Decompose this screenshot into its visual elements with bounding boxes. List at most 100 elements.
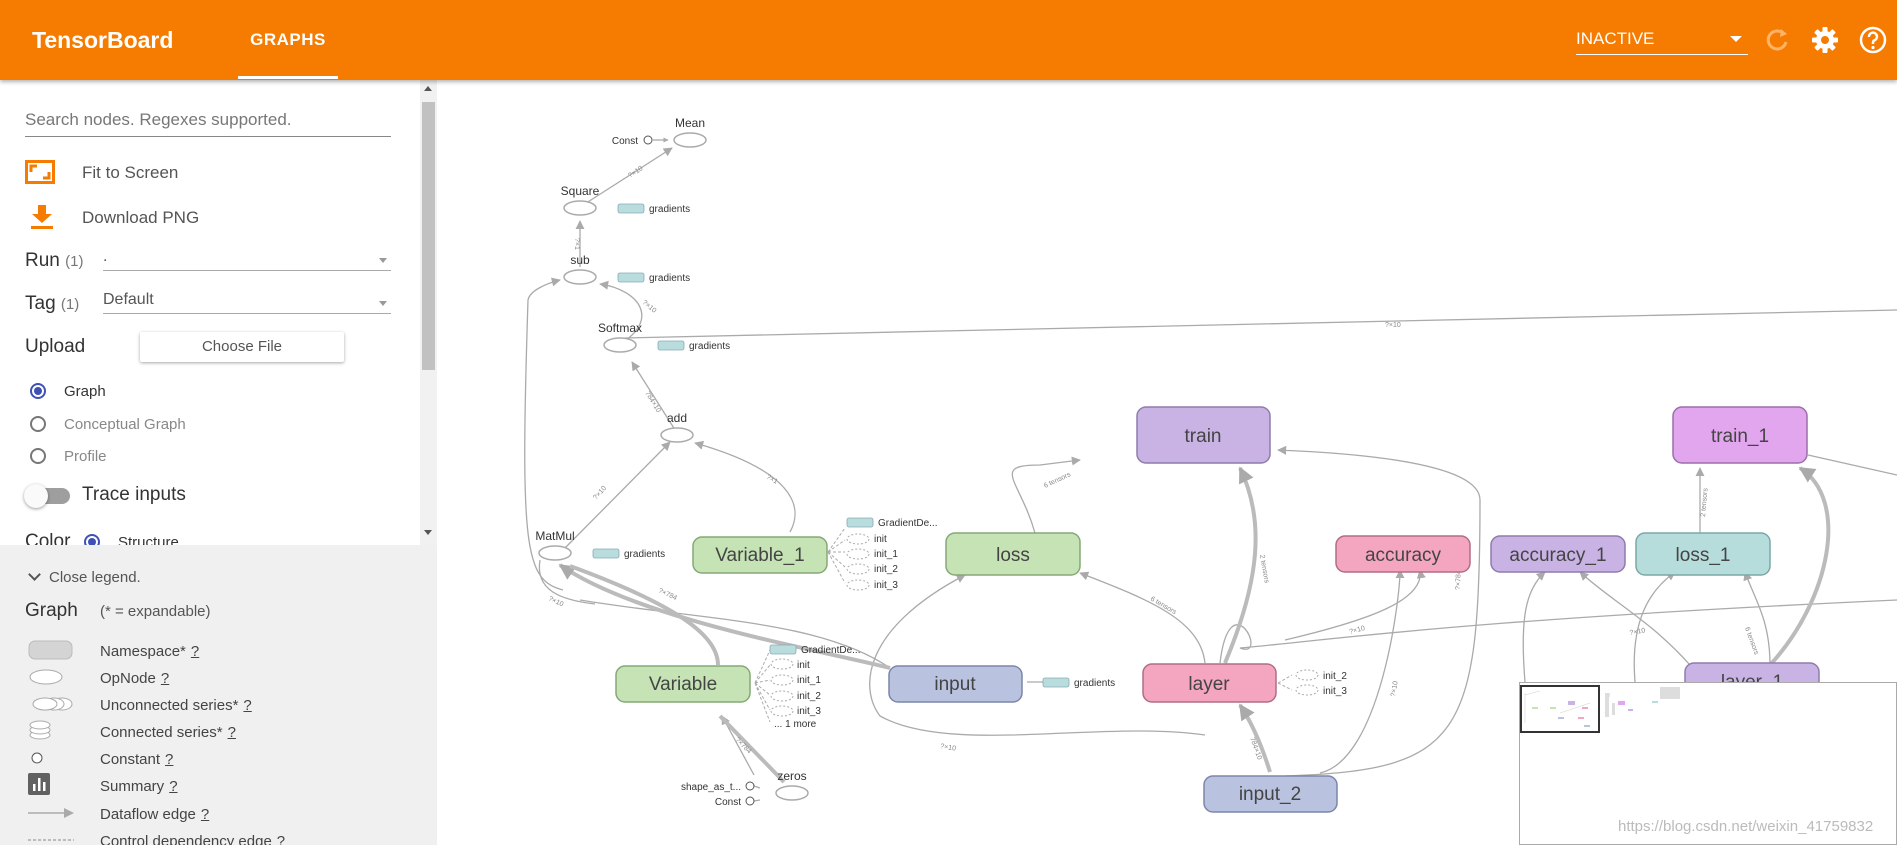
series-node[interactable] [592, 548, 620, 559]
const-node[interactable] [745, 781, 755, 791]
init-node[interactable] [846, 563, 870, 575]
op-node-mean[interactable] [673, 132, 707, 148]
namespace-node-accuracy-1[interactable] [1490, 535, 1626, 573]
series-node[interactable] [769, 644, 797, 655]
legend-label: Unconnected series*? [100, 697, 252, 714]
edge-layer-right [1219, 599, 1897, 664]
choose-file-button[interactable]: Choose File [140, 332, 344, 362]
series-node[interactable] [617, 272, 645, 283]
legend-help-link[interactable]: ? [200, 806, 210, 823]
edge-label: 6 tensors [1149, 596, 1178, 617]
legend-item-dataflow-edge: Dataflow edge? [0, 803, 430, 827]
chevron-down-icon [379, 301, 387, 306]
node-label-variable-1: Variable_1 [715, 545, 804, 566]
search-input[interactable] [25, 104, 391, 137]
op-node-add[interactable] [660, 427, 694, 443]
op-node-sub[interactable] [563, 269, 597, 285]
sidebar: Fit to Screen Download PNG Run (1) . Tag… [0, 80, 438, 845]
init-node[interactable] [846, 533, 870, 545]
init-node[interactable] [846, 548, 870, 560]
namespace-node-variable-1[interactable] [692, 536, 828, 574]
init-node[interactable] [770, 658, 794, 670]
edge-left-curve [538, 559, 596, 605]
edge-accuracy1-in [1522, 571, 1546, 683]
init-node[interactable] [770, 674, 794, 686]
tab-graphs[interactable]: GRAPHS [250, 30, 326, 49]
minimap-viewport[interactable] [1520, 685, 1600, 733]
close-legend-button[interactable]: Close legend. [28, 568, 141, 586]
namespace-node-variable[interactable] [615, 665, 751, 703]
namespace-node-layer[interactable] [1142, 663, 1277, 703]
namespace-node-train[interactable] [1136, 406, 1271, 464]
init-node[interactable] [770, 690, 794, 702]
scroll-thumb[interactable] [422, 102, 435, 370]
mode-profile-radio[interactable]: Profile [30, 446, 230, 468]
legend-help-link[interactable]: ? [190, 643, 200, 660]
node-label-loss-1: loss_1 [1676, 545, 1731, 566]
edge-variable-init [754, 649, 771, 723]
op-node-square[interactable] [563, 200, 597, 216]
scroll-up-icon[interactable] [424, 86, 432, 91]
init-node[interactable] [1295, 669, 1319, 681]
shape-label: shape_as_t... [681, 782, 741, 793]
gradients-label: gradients [624, 549, 665, 560]
legend-help-link[interactable]: ? [243, 697, 252, 714]
op-node-matmul[interactable] [538, 545, 572, 561]
sidebar-scrollbar[interactable] [420, 80, 437, 545]
namespace-icon [28, 640, 73, 660]
op-node-softmax[interactable] [603, 337, 637, 353]
op-label-add: add [667, 411, 687, 425]
edge-label: 6 tensors [1043, 471, 1073, 490]
legend-help-link[interactable]: ? [165, 751, 174, 768]
graph-minimap[interactable] [1519, 682, 1897, 845]
op-node-zeros[interactable] [775, 785, 809, 801]
namespace-node-input-2[interactable] [1203, 775, 1338, 813]
run-count: (1) [65, 253, 84, 270]
scroll-down-icon[interactable] [424, 530, 432, 535]
node-label-input: input [934, 674, 976, 695]
edge-softmax-sub [599, 280, 643, 345]
series-node[interactable] [846, 517, 874, 528]
namespace-node-input[interactable] [888, 665, 1023, 703]
legend-help-link[interactable]: ? [227, 724, 236, 741]
node-label-loss: loss [996, 545, 1030, 566]
edge-label: ?×10 [592, 485, 608, 501]
namespace-node-train-1[interactable] [1672, 406, 1808, 464]
const-node[interactable] [745, 796, 755, 806]
const-label: Const [715, 797, 741, 808]
minimap-preview [1524, 687, 1680, 727]
init-node[interactable] [846, 579, 870, 591]
app-title: TensorBoard [32, 27, 174, 53]
legend-help-link[interactable]: ? [169, 778, 178, 795]
const-node[interactable] [643, 135, 653, 145]
legend-help-link[interactable]: ? [276, 833, 286, 845]
namespace-node-accuracy[interactable] [1335, 535, 1471, 573]
edge-input2-train [1277, 445, 1481, 777]
edge-square-mean [579, 147, 673, 208]
gear-icon[interactable] [1810, 25, 1840, 55]
series-node[interactable] [657, 340, 685, 351]
namespace-node-loss[interactable] [945, 532, 1081, 576]
refresh-icon[interactable] [1762, 25, 1792, 55]
tag-dropdown[interactable]: Default [103, 291, 391, 314]
init-node[interactable] [1295, 684, 1319, 696]
run-dropdown[interactable]: . [103, 248, 391, 271]
fit-to-screen-button[interactable]: Fit to Screen [25, 158, 325, 188]
mode-graph-radio[interactable]: Graph [30, 381, 230, 403]
init-node[interactable] [770, 705, 794, 717]
gradients-label: gradients [689, 341, 730, 352]
radio-selected-icon [30, 383, 46, 399]
color-structure-radio[interactable]: Structure [84, 532, 284, 545]
legend-item-connected-series: Connected series*? [0, 720, 430, 745]
series-node[interactable] [617, 203, 645, 214]
run-status-dropdown[interactable]: INACTIVE [1576, 24, 1748, 55]
help-icon[interactable] [1858, 25, 1888, 55]
download-png-button[interactable]: Download PNG [25, 203, 325, 233]
edge-label: ?×10 [1390, 680, 1400, 697]
toggle-knob[interactable] [24, 484, 48, 508]
series-node[interactable] [1042, 677, 1070, 688]
namespace-node-loss-1[interactable] [1635, 532, 1771, 576]
legend-help-link[interactable]: ? [160, 670, 170, 687]
opnode-icon [29, 669, 63, 685]
mode-conceptual-radio[interactable]: Conceptual Graph [30, 414, 230, 436]
